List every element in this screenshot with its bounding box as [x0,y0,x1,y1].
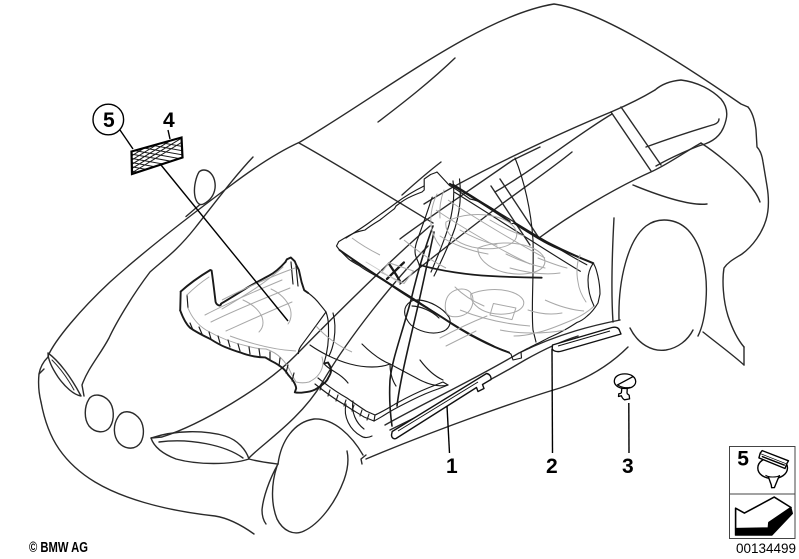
svg-text:5: 5 [737,448,749,471]
svg-text:2: 2 [546,455,558,478]
svg-text:1: 1 [446,455,458,478]
svg-text:3: 3 [622,455,634,478]
svg-text:4: 4 [163,109,175,132]
svg-text:00134499: 00134499 [736,541,796,556]
svg-text:5: 5 [103,109,115,132]
svg-text:© BMW AG: © BMW AG [29,540,88,556]
